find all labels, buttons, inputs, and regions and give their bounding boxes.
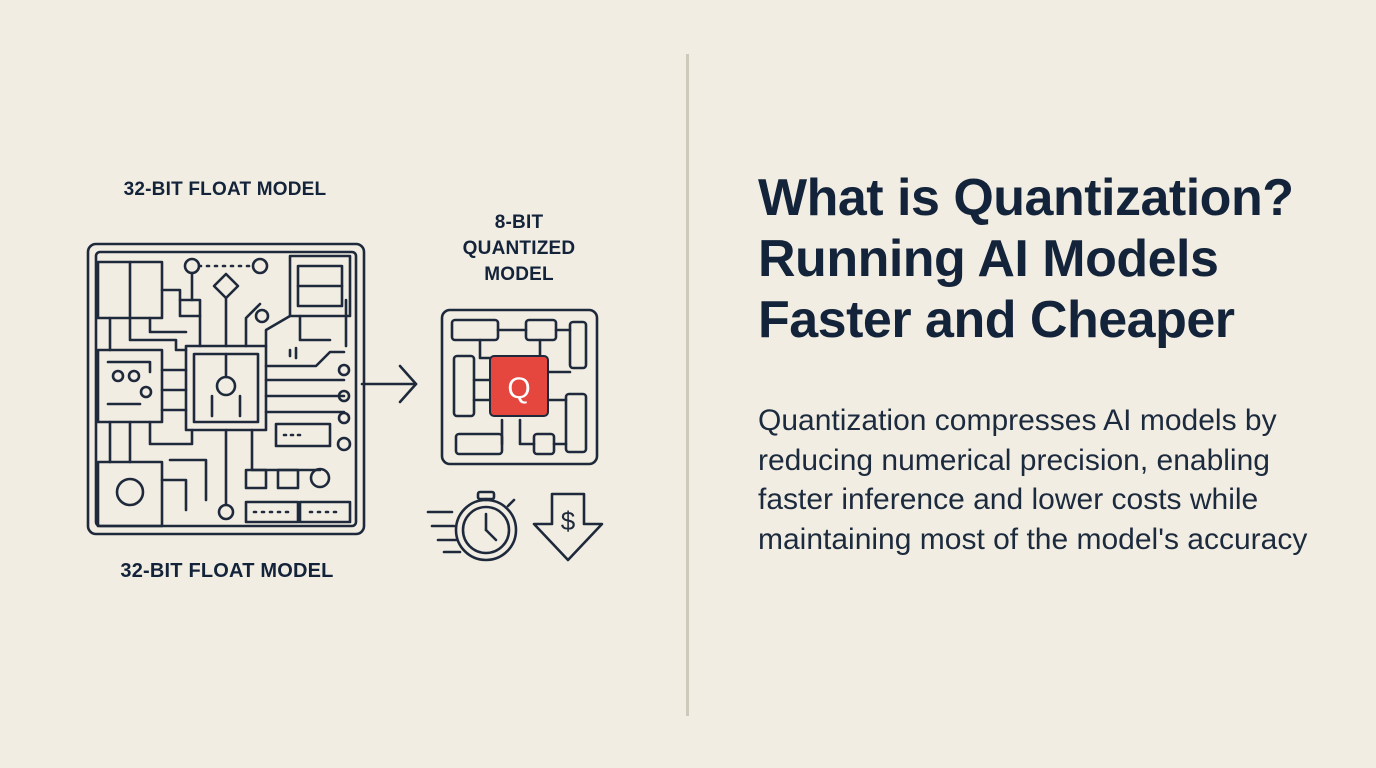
cost-down-icon: $	[532, 492, 604, 562]
page-title: What is Quantization? Running AI Models …	[758, 168, 1348, 351]
quantized-model-label: 8-BIT QUANTIZED MODEL	[462, 212, 576, 285]
title-line: Running AI Models	[758, 230, 1219, 288]
quantized-chip-icon: Q	[440, 308, 599, 466]
description: Quantization compresses AI models by red…	[758, 404, 1308, 556]
title-line: What is Quantization?	[758, 169, 1294, 227]
stopwatch-icon	[426, 490, 518, 562]
diagram-panel: 32-BIT FLOAT MODEL 8-BIT QUANTIZED MODEL…	[86, 179, 604, 582]
float-model-top-label: 32-BIT FLOAT MODEL	[123, 179, 327, 200]
title-line: Faster and Cheaper	[758, 291, 1235, 349]
quantized-chip-letter: Q	[507, 372, 530, 405]
article-panel: What is Quantization? Running AI Models …	[758, 168, 1348, 559]
circuit-chip-icon	[86, 242, 366, 536]
float-model-bottom-label: 32-BIT FLOAT MODEL	[120, 560, 334, 582]
divider	[686, 54, 689, 716]
cost-symbol: $	[561, 506, 576, 536]
diagram-illustration: Q $	[86, 242, 604, 562]
arrow-right-icon	[360, 364, 418, 404]
